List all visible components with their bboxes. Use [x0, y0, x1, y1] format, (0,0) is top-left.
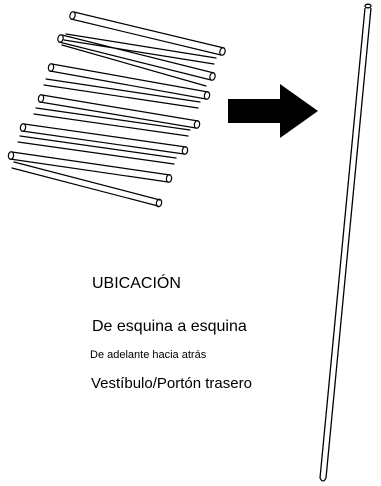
- pole-segment: [57, 34, 216, 81]
- pole-segment: [47, 63, 211, 100]
- pole-segment: [19, 123, 189, 155]
- location-option-corner-to-corner: De esquina a esquina: [92, 318, 247, 335]
- arrow-right-icon: [228, 84, 318, 138]
- location-option-vestibule: Vestíbulo/Portón trasero: [91, 375, 252, 392]
- assembled-pole-icon: [319, 3, 372, 482]
- location-option-front-to-back: De adelante hacia atrás: [90, 349, 207, 361]
- pole-segment: [37, 94, 201, 129]
- location-heading: UBICACIÓN: [92, 275, 181, 292]
- pole-segment: [7, 151, 173, 183]
- folded-pole-icon: [7, 11, 226, 208]
- pole-segment: [69, 11, 226, 56]
